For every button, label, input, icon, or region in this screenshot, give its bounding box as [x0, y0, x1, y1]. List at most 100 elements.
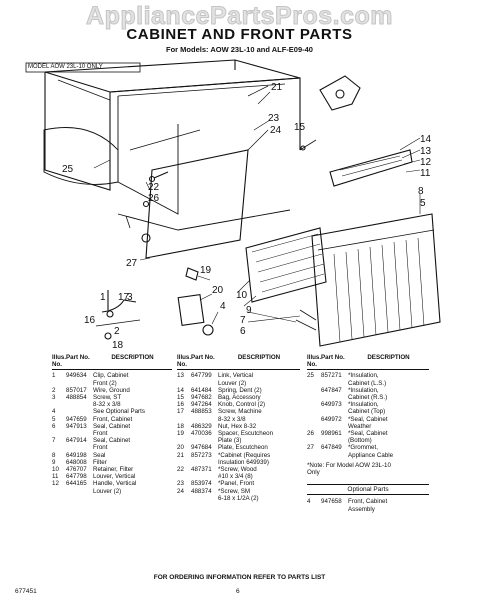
illus-number: 24: [177, 487, 184, 495]
illus-number: 26: [307, 430, 314, 438]
page-number: 6: [236, 588, 240, 595]
illus-number: [307, 387, 321, 401]
part-number: 647799: [191, 372, 212, 380]
table-header: Illus. No. Part No. DESCRIPTION: [52, 354, 172, 371]
part-description: *Insulation, Cabinet (R.S.): [348, 386, 388, 402]
header-part: Part No.: [191, 354, 215, 361]
table-row: 649973*Insulation, Cabinet (Top): [307, 401, 429, 415]
part-number: 649972: [321, 415, 342, 423]
illus-number: 22: [177, 466, 184, 474]
part-number: 647849: [321, 444, 342, 452]
part-description: *Screw, SM 6-18 x 1/2A (2): [218, 487, 259, 502]
header-description: DESCRIPTION: [237, 354, 281, 361]
part-number: 649198: [66, 451, 87, 459]
header-part: Part No.: [66, 354, 90, 361]
illus-number: 2: [52, 386, 56, 394]
part-number: 949634: [66, 372, 87, 380]
part-description: Wire, Ground: [93, 386, 130, 394]
callout-17: 17: [118, 292, 130, 303]
part-description: *Screw, Wood #10 x 3/4 (8): [218, 466, 257, 481]
document-number: 677451: [15, 588, 37, 595]
header-illus: Illus. No.: [177, 354, 192, 369]
exploded-parts-diagram: 21 23 24 25 22 26 27 15 14 13 12 11 8 5 …: [25, 59, 441, 351]
illus-number: 4: [307, 498, 311, 506]
header-illus: Illus. No.: [52, 354, 67, 369]
part-number: 947659: [66, 415, 87, 423]
part-description: Clip, Cabinet Front (2): [93, 372, 129, 387]
part-number: 641484: [191, 386, 212, 394]
header-description: DESCRIPTION: [367, 354, 410, 361]
illus-number: 12: [52, 480, 59, 488]
callout-4: 4: [220, 301, 226, 312]
table-header: Illus. No. Part No. DESCRIPTION: [307, 354, 429, 371]
callout-1: 1: [100, 292, 106, 303]
cabinet-back-edge: [109, 77, 301, 150]
illus-number: 17: [177, 408, 184, 416]
illus-number: [307, 401, 321, 415]
callout-23: 23: [268, 113, 280, 124]
illus-number: 21: [177, 451, 184, 459]
illus-number: 18: [177, 422, 184, 430]
part-description: *Seal, Cabinet (Bottom): [348, 430, 388, 445]
callout-7: 7: [240, 315, 246, 326]
part-number: 853974: [191, 480, 212, 488]
part-description: Spring, Dent (2): [218, 386, 262, 394]
part-number: 947682: [191, 394, 212, 402]
part-number: 857273: [191, 451, 212, 459]
watermark: AppliancePartsPros.com: [86, 2, 393, 31]
part-description: Knob, Control (2): [218, 401, 266, 409]
callout-5: 5: [420, 198, 426, 209]
callout-3: 3: [127, 292, 133, 303]
part-description: Seal, Cabinet Front: [93, 437, 131, 452]
page-title: CABINET AND FRONT PARTS: [126, 26, 353, 43]
part-number: 857017: [66, 386, 87, 394]
illus-number: 13: [177, 372, 184, 380]
part-description: Seal, Cabinet Front: [93, 422, 131, 438]
callout-10: 10: [236, 290, 248, 301]
page-subtitle: For Models: AOW 23L-10 and ALF-E09-40: [166, 45, 313, 54]
illus-number: 15: [177, 394, 184, 402]
model-note: MODEL AOW 23L-10 ONLY: [28, 64, 103, 70]
callout-11: 11: [420, 168, 431, 179]
table-row: 649972*Seal, Cabinet Weather: [307, 416, 429, 430]
illus-number: 7: [52, 437, 56, 445]
callout-9: 9: [246, 305, 252, 316]
part-number: 647847: [321, 386, 342, 394]
callout-16: 16: [84, 315, 96, 326]
callout-22: 22: [148, 182, 160, 193]
callout-19: 19: [200, 265, 212, 276]
part-number: 647914: [66, 437, 87, 445]
callout-13: 13: [420, 146, 432, 157]
part-number: 947913: [66, 422, 87, 430]
cabinet-front-grille: [311, 213, 441, 347]
part-description: Screw, Machine 8-32 x 3/8: [218, 408, 262, 423]
part-number: 644165: [66, 480, 87, 488]
illus-number: 4: [52, 408, 56, 416]
escutcheon-plate: [177, 293, 205, 327]
illus-number: 27: [307, 444, 314, 452]
illus-number: 16: [177, 401, 184, 409]
part-description: Link, Vertical Louver (2): [218, 372, 254, 387]
front-panel: [145, 149, 249, 259]
callout-18: 18: [112, 340, 124, 351]
callout-14: 14: [420, 134, 432, 145]
illus-number: 25: [307, 372, 314, 380]
part-description: *Insulation, Cabinet (L.S.): [348, 372, 387, 387]
part-description: Retainer, Filter: [93, 466, 134, 474]
table-row: 7 647914 Seal, Cabinet Front: [52, 437, 172, 451]
callout-24: 24: [270, 125, 282, 136]
part-number: 649973: [321, 401, 342, 409]
callout-2: 2: [114, 326, 120, 337]
